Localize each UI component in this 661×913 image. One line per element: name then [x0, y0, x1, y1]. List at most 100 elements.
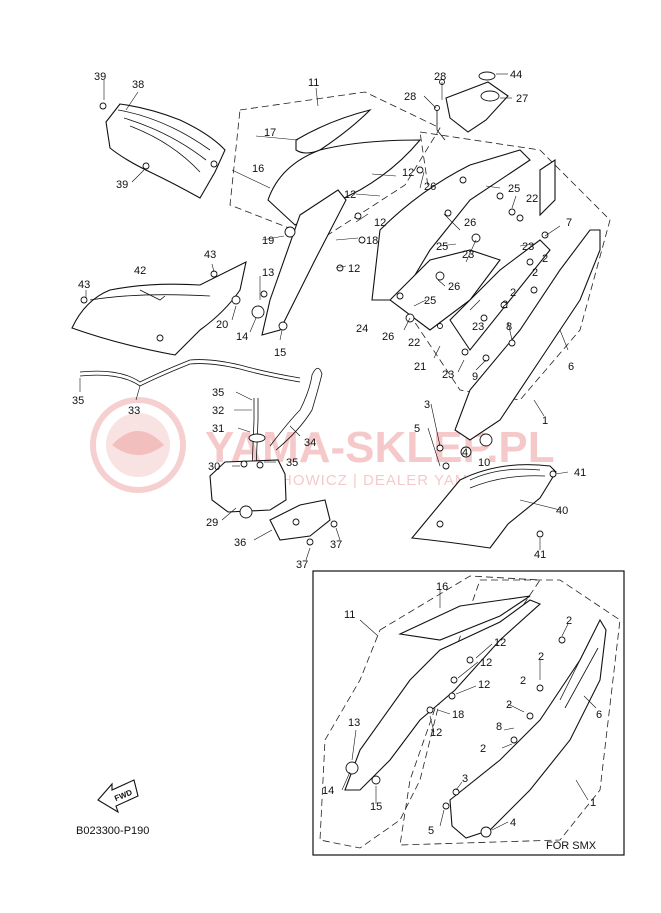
callout-44: 44	[510, 69, 522, 81]
callout-26-b: 26	[464, 217, 476, 229]
callout-33: 33	[128, 405, 140, 417]
watermark-dealer: WŁOCHOWICZ | DEALER YAMAHA	[232, 472, 502, 489]
smx-callout-12-c: 12	[478, 679, 490, 691]
callout-27: 27	[516, 93, 528, 105]
part-front-side-panel	[71, 260, 247, 356]
callout-11: 11	[308, 77, 319, 89]
callout-41-a: 41	[574, 467, 586, 479]
part-lower-side-cover	[410, 464, 557, 549]
fwd-arrow: FWD	[97, 779, 139, 814]
smx-callout-2-a: 2	[566, 615, 572, 627]
smx-callout-11: 11	[344, 609, 355, 621]
callout-8: 8	[506, 321, 512, 333]
part-inner-panels	[371, 131, 611, 470]
callout-7: 7	[566, 217, 572, 229]
smx-callout-12-a: 12	[494, 637, 506, 649]
smx-frame	[312, 570, 625, 856]
callout-15: 15	[274, 347, 286, 359]
callout-19: 19	[262, 235, 274, 247]
callout-23-b: 23	[522, 241, 534, 253]
callout-17: 17	[264, 127, 276, 139]
callout-35-b: 35	[286, 457, 298, 469]
callout-21: 21	[414, 361, 426, 373]
smx-callout-15: 15	[370, 801, 382, 813]
smx-callout-6: 6	[596, 709, 602, 721]
callout-40: 40	[556, 505, 568, 517]
smx-callout-18: 18	[452, 709, 464, 721]
watermark-logo-mark	[112, 431, 164, 455]
callout-23-d: 23	[442, 369, 454, 381]
callout-41-b: 41	[534, 549, 546, 561]
leader-lines	[79, 73, 569, 561]
smx-callout-12-b: 12	[480, 657, 492, 669]
smx-callout-4: 4	[510, 817, 516, 829]
callout-39-bottom: 39	[116, 179, 128, 191]
callout-29: 29	[206, 517, 218, 529]
callout-12-b: 12	[374, 217, 386, 229]
callout-22-b: 22	[408, 337, 420, 349]
callout-26-c: 26	[448, 281, 460, 293]
callout-25-b: 25	[436, 241, 448, 253]
callout-12-d: 12	[402, 167, 414, 179]
watermark-logo-disc	[106, 413, 170, 477]
callout-6: 6	[568, 361, 574, 373]
callout-38: 38	[132, 79, 144, 91]
callout-35-left: 35	[72, 395, 84, 407]
callout-37-b: 37	[296, 559, 308, 571]
watermark-logo-ring	[90, 397, 186, 493]
callout-25-c: 25	[424, 295, 436, 307]
callout-1: 1	[542, 415, 548, 427]
callout-22-a: 22	[526, 193, 538, 205]
fwd-arrow-icon	[97, 779, 139, 814]
smx-callout-1: 1	[590, 797, 596, 809]
callout-36: 36	[234, 537, 246, 549]
smx-callout-13: 13	[348, 717, 360, 729]
callout-2-b: 2	[510, 287, 516, 299]
callout-28-top: 28	[434, 71, 446, 83]
smx-callout-5: 5	[428, 825, 434, 837]
group-side-cover-11	[229, 91, 441, 336]
callout-20: 20	[216, 319, 228, 331]
diagram-code: B023300-P190	[76, 825, 149, 837]
smx-callout-14: 14	[322, 785, 334, 797]
callout-10: 10	[478, 457, 490, 469]
smx-callout-16: 16	[436, 581, 448, 593]
callout-12-c: 12	[348, 263, 360, 275]
callout-28: 28	[404, 91, 416, 103]
callout-25-a: 25	[508, 183, 520, 195]
callout-24: 24	[356, 323, 368, 335]
part-tank-bracket	[269, 499, 338, 546]
smx-callout-8: 8	[496, 721, 502, 733]
smx-callout-12-d: 12	[430, 727, 442, 739]
smx-callout-2-b: 2	[538, 651, 544, 663]
callout-4: 4	[462, 447, 468, 459]
callout-30: 30	[208, 461, 220, 473]
callout-12-a: 12	[344, 189, 356, 201]
smx-variant-box: 16 11 12 12 12 2 2 18 12 6 2 2 8 13 2 3 …	[312, 570, 625, 856]
callout-26-d: 26	[382, 331, 394, 343]
callouts-main: 39 38 39 11 17 16 12 12 19 18 12 28 44 2…	[72, 69, 586, 571]
smx-callout-2-c: 2	[520, 675, 526, 687]
callout-18: 18	[366, 235, 378, 247]
callout-32: 32	[212, 405, 224, 417]
smx-callout-2-e: 2	[480, 743, 486, 755]
part-tank-hoses	[79, 359, 323, 519]
callout-14: 14	[236, 331, 248, 343]
callout-31: 31	[212, 423, 224, 435]
callout-26-a: 26	[424, 181, 436, 193]
callout-23-c: 23	[472, 321, 484, 333]
callout-2-c: 2	[502, 299, 508, 311]
callout-2-a: 2	[532, 267, 538, 279]
callout-2-d: 2	[542, 253, 548, 265]
callout-42: 42	[134, 265, 146, 277]
callout-23-a: 23	[462, 249, 474, 261]
callout-43-b: 43	[78, 279, 90, 291]
callout-16: 16	[252, 163, 264, 175]
callout-5: 5	[414, 423, 420, 435]
callout-37-a: 37	[330, 539, 342, 551]
callout-9: 9	[472, 371, 478, 383]
callout-39-top: 39	[94, 71, 106, 83]
callout-13: 13	[262, 267, 274, 279]
